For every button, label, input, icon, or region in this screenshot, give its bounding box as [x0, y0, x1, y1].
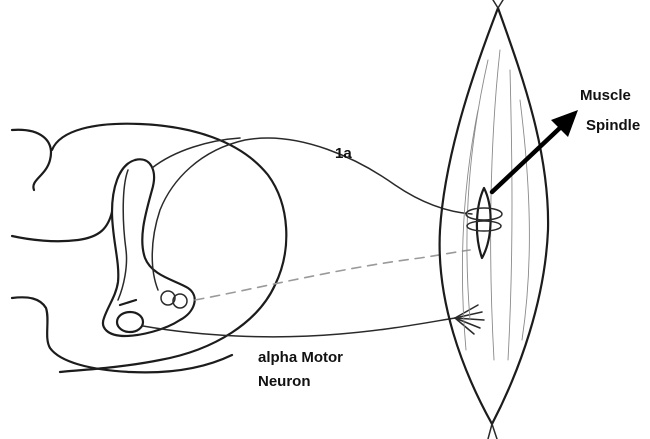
spindle-annulospiral-ring-2 [467, 221, 501, 231]
muscle-spindle [466, 188, 502, 258]
spinal-cord-median-fissure [12, 212, 112, 241]
label-muscle-spindle-line2: Spindle [586, 117, 640, 134]
synaptic-terminal-mark [120, 300, 136, 305]
gray-matter-horn [103, 159, 195, 336]
alpha-motor-neuron-cell-body [117, 312, 143, 332]
muscle-outline [440, 8, 549, 424]
label-1a: 1a [335, 145, 352, 162]
gray-matter-inner [118, 170, 128, 300]
fiber-1a-afferent [152, 138, 472, 290]
spinal-cord-section [12, 124, 286, 373]
label-alpha-motor-line2: Neuron [258, 373, 311, 390]
label-alpha-motor-line1: alpha Motor [258, 349, 343, 366]
label-muscle-spindle-line1: Muscle [580, 87, 631, 104]
gamma-efferent-dashed [195, 250, 470, 300]
tendon-top [493, 0, 503, 8]
alpha-motor-axon [143, 318, 455, 337]
spinal-cord-outline-upper [12, 124, 286, 372]
muscle-spindle-body [477, 188, 491, 258]
tendon-bottom [488, 424, 497, 439]
